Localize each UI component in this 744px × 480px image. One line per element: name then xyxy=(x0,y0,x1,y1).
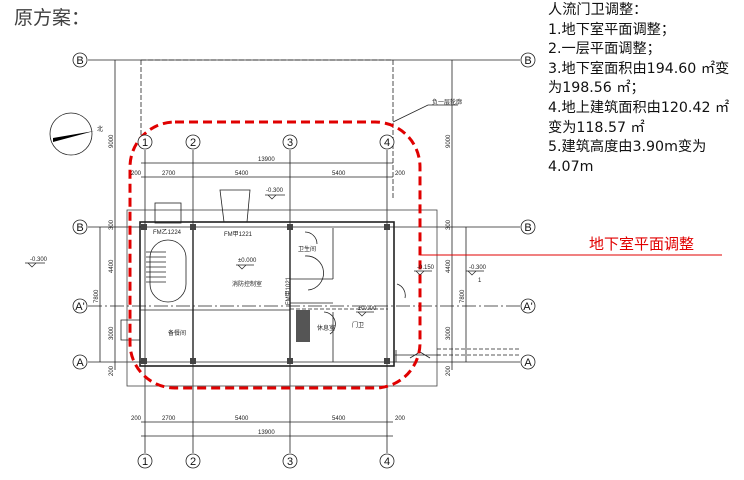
level-mark: -0.300 xyxy=(266,188,284,194)
north-label: 北 xyxy=(97,125,103,133)
right-dim: 3000 xyxy=(446,326,452,340)
note-item: 变为118.57 ㎡ xyxy=(548,119,645,136)
axis-b-right: B xyxy=(524,222,531,234)
top-dim: 5400 xyxy=(235,171,249,177)
top-dim: 5400 xyxy=(332,171,346,177)
axis-4-bottom: 4 xyxy=(384,456,390,468)
axis-2-bottom: 2 xyxy=(190,456,196,468)
page-title: 原方案： xyxy=(14,7,91,29)
left-dim: 7800 xyxy=(94,289,100,303)
axis-a-right: A xyxy=(524,357,532,369)
note-item: 2.一层平面调整； xyxy=(548,41,661,58)
door-label: FM乙1224 xyxy=(153,229,182,236)
door-label: FM甲1021 xyxy=(285,276,292,305)
site-outline xyxy=(126,209,438,387)
axis-a-prime-left: A' xyxy=(75,301,84,313)
structural-columns xyxy=(141,224,390,364)
axis-1-top: 1 xyxy=(142,137,148,149)
left-dim: 4400 xyxy=(109,259,115,273)
top-dim: 200 xyxy=(395,171,406,177)
top-dim: 200 xyxy=(131,171,142,177)
revision-cloud xyxy=(128,120,422,390)
level-mark: -0.300 xyxy=(30,257,48,263)
axis-a-prime-right: A' xyxy=(523,301,532,313)
note-item: 3.地下室面积由194.60 ㎡变 xyxy=(548,60,730,77)
section-mark: 1 xyxy=(478,278,482,284)
right-dim: 300 xyxy=(446,219,452,230)
bottom-dim: 5400 xyxy=(332,416,346,422)
room-label: 消防控制室 xyxy=(232,280,262,288)
left-dim: 200 xyxy=(109,365,115,376)
axis-4-top: 4 xyxy=(384,137,390,149)
basement-adjust-label: 地下室平面调整 xyxy=(589,235,695,253)
level-mark: -0.150 xyxy=(417,265,435,271)
room-label: 卫生间 xyxy=(298,245,316,253)
north-arrow-circle xyxy=(49,112,93,156)
bottom-dim: 2700 xyxy=(162,416,176,422)
bed-icon xyxy=(296,310,310,342)
axis-a-left: A xyxy=(76,357,84,369)
level-mark: ±0.000 xyxy=(238,258,257,264)
top-dim: 2700 xyxy=(162,171,176,177)
change-notes: 人流门卫调整： 1.地下室平面调整； 2.一层平面调整； 3.地下室面积由194… xyxy=(548,1,744,177)
north-arrow-icon xyxy=(53,131,94,142)
door-label: FM甲1221 xyxy=(224,231,253,238)
level-mark: -0.300 xyxy=(469,265,487,271)
door-swings xyxy=(304,231,406,335)
left-dim: 9000 xyxy=(109,134,115,148)
room-label: 休息室 xyxy=(317,324,335,332)
axis-3-bottom: 3 xyxy=(287,456,293,468)
right-dim: 7800 xyxy=(460,289,466,303)
notes-heading: 人流门卫调整： xyxy=(548,2,648,18)
entry-steps xyxy=(395,350,440,362)
right-dim: 4400 xyxy=(446,259,452,273)
right-dim: 9000 xyxy=(446,134,452,148)
left-dim: 300 xyxy=(109,219,115,230)
stair-treads xyxy=(146,251,166,283)
room-label: 门卫 xyxy=(352,321,364,329)
note-item: 为198.56 ㎡； xyxy=(548,80,645,97)
note-item: 4.地上建筑面积由120.42 ㎡ xyxy=(548,99,730,116)
bottom-dim-total: 13900 xyxy=(258,430,275,436)
note-item: 5.建筑高度由3.90m变为 xyxy=(548,139,707,156)
bottom-dim: 200 xyxy=(395,416,406,422)
bottom-dim: 200 xyxy=(131,416,142,422)
room-label: 备餐间 xyxy=(168,329,186,337)
note-item: 1.地下室平面调整； xyxy=(548,21,676,38)
door-canopy-2 xyxy=(219,189,251,223)
upper-outline xyxy=(141,59,394,200)
bottom-dim: 5400 xyxy=(235,416,249,422)
note-item: 4.07m xyxy=(548,158,594,175)
axis-3-top: 3 xyxy=(287,137,293,149)
leader-line xyxy=(392,104,458,123)
leader-note: 负一层轮廓 xyxy=(432,98,462,106)
axis-b-top-left: B xyxy=(76,55,83,67)
axis-b-top-right: B xyxy=(524,55,531,67)
stair-outline xyxy=(149,239,187,303)
top-dim-total: 13900 xyxy=(258,157,275,163)
right-dim: 200 xyxy=(446,365,452,376)
left-dim: 3000 xyxy=(109,326,115,340)
building-walls xyxy=(139,221,395,367)
axis-b-left: B xyxy=(76,222,83,234)
axis-2-top: 2 xyxy=(190,137,196,149)
door-canopy-1 xyxy=(154,202,182,224)
axis-1-bottom: 1 xyxy=(142,456,148,468)
level-mark: ±0.000 xyxy=(358,306,377,312)
